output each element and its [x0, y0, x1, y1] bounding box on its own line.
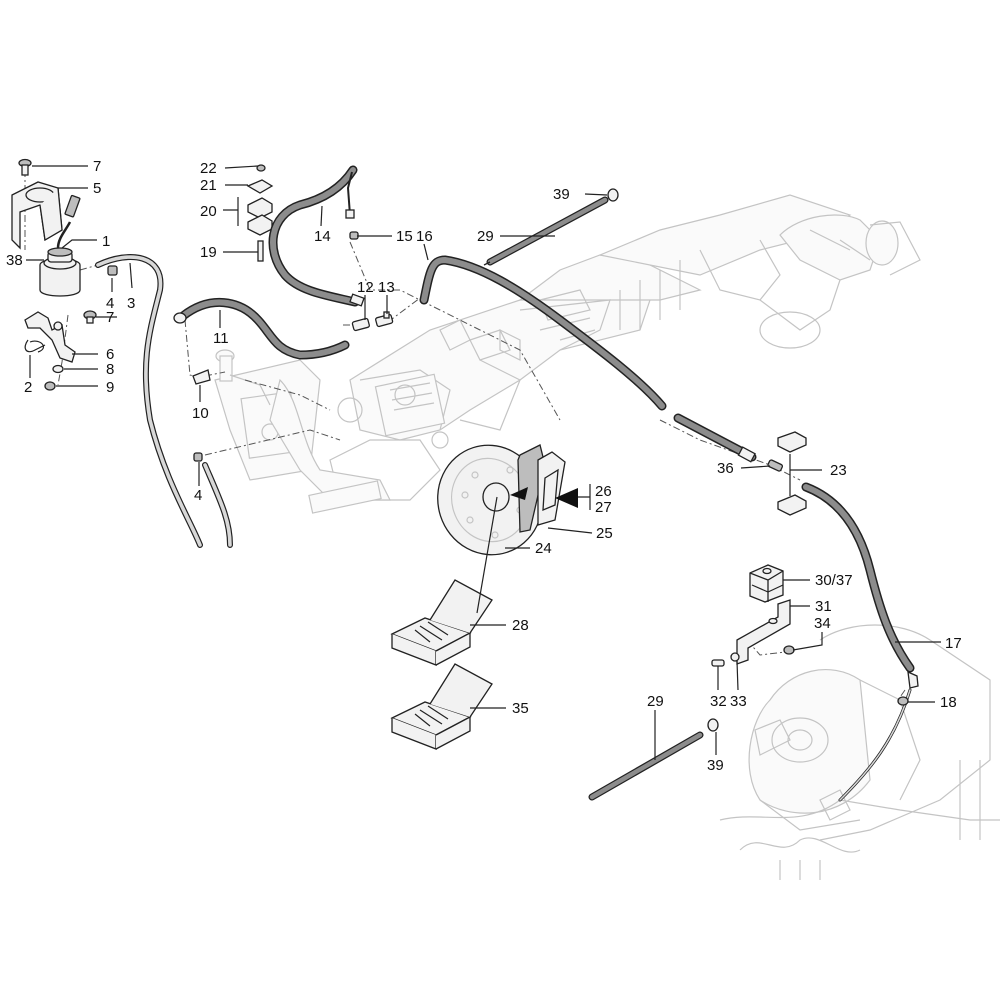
callout-25: 25: [596, 525, 613, 542]
callout-39-upper: 39: [553, 186, 570, 203]
part-10-elbow-fitting[interactable]: [192, 369, 211, 385]
callout-1: 1: [102, 233, 110, 250]
part-25-brake-caliper[interactable]: [517, 444, 566, 533]
callout-11: 11: [213, 330, 229, 347]
callout-14: 14: [314, 228, 331, 245]
callout-7: 7: [93, 158, 101, 175]
part-7-screw[interactable]: [18, 158, 32, 176]
part-16-brake-hose[interactable]: [419, 255, 757, 463]
callout-7-b: 7: [106, 309, 114, 326]
part-28-repair-kit[interactable]: [390, 579, 493, 666]
callout-9: 9: [106, 379, 114, 396]
part-7-bolt[interactable]: [83, 310, 97, 324]
leader-lines: [26, 165, 941, 760]
callout-33: 33: [730, 693, 747, 710]
part-31-bracket[interactable]: [736, 599, 791, 665]
part-35-repair-kit[interactable]: [390, 663, 493, 750]
callout-4-b: 4: [194, 487, 202, 504]
part-39-cap-upper[interactable]: [607, 188, 619, 202]
callout-21: 21: [200, 177, 217, 194]
part-3-reservoir-hose[interactable]: [95, 254, 233, 548]
part-4-hose-clamp[interactable]: [107, 265, 118, 276]
part-32-screw[interactable]: [711, 659, 725, 667]
callout-32: 32: [710, 693, 727, 710]
part-8-washer[interactable]: [52, 364, 64, 374]
callout-30-37: 30/37: [815, 572, 853, 589]
callout-28: 28: [512, 617, 529, 634]
part-1-fluid-reservoir[interactable]: [39, 194, 81, 297]
callout-10: 10: [192, 405, 209, 422]
callout-16: 16: [416, 228, 433, 245]
part-2-spring-clip[interactable]: [24, 339, 46, 353]
part-30-37-clamp-block[interactable]: [749, 564, 784, 603]
part-20-clamp-halves[interactable]: [247, 197, 273, 236]
callout-18: 18: [940, 694, 957, 711]
callout-8: 8: [106, 361, 114, 378]
part-4-hose-clamp-2[interactable]: [193, 452, 203, 462]
callout-5: 5: [93, 180, 101, 197]
callout-35: 35: [512, 700, 529, 717]
part-6-mounting-bracket[interactable]: [24, 311, 76, 363]
callout-36: 36: [717, 460, 734, 477]
part-22-nut[interactable]: [256, 164, 266, 172]
callout-15: 15: [396, 228, 413, 245]
callout-4: 4: [106, 295, 114, 312]
part-14-brake-hose[interactable]: [268, 165, 365, 307]
part-17-brake-hose[interactable]: [801, 482, 919, 689]
part-13-tee-fitting[interactable]: [375, 311, 394, 328]
callout-6: 6: [106, 346, 114, 363]
callout-27: 27: [595, 499, 612, 516]
callout-29-lower: 29: [647, 693, 664, 710]
part-23-clamp-halves[interactable]: [777, 431, 807, 516]
part-15-fitting[interactable]: [349, 231, 359, 240]
part-21-cover-plate[interactable]: [246, 179, 274, 194]
part-18-nut[interactable]: [897, 696, 909, 706]
part-34-nut[interactable]: [783, 645, 795, 655]
callout-38: 38: [6, 252, 23, 269]
callout-2: 2: [24, 379, 32, 396]
callout-labels: 7 5 1 38 4 3 7 6 2 8 9 22 21 20 19 14 15…: [6, 158, 962, 774]
callout-22: 22: [200, 160, 217, 177]
part-29-brake-pipe-lower[interactable]: [588, 731, 704, 801]
part-12-adapter[interactable]: [351, 317, 370, 332]
part-36-connector[interactable]: [767, 459, 784, 472]
part-9-nut[interactable]: [44, 381, 56, 391]
callout-19: 19: [200, 244, 217, 261]
callout-24: 24: [535, 540, 552, 557]
callout-12: 12: [357, 279, 374, 296]
callout-29-upper: 29: [477, 228, 494, 245]
callout-23: 23: [830, 462, 847, 479]
callout-39-lower: 39: [707, 757, 724, 774]
callout-31: 31: [815, 598, 832, 615]
callout-17: 17: [945, 635, 962, 652]
callout-13: 13: [378, 279, 395, 296]
callout-34: 34: [814, 615, 831, 632]
callout-3: 3: [127, 295, 135, 312]
arrow-pads-outer: [555, 488, 578, 508]
part-11-brake-hose[interactable]: [173, 298, 350, 360]
part-33-washer[interactable]: [730, 652, 740, 662]
callout-20: 20: [200, 203, 217, 220]
arrow-pads-inner: [510, 487, 528, 500]
callout-26: 26: [595, 483, 612, 500]
wheel-hub-ghost: [719, 624, 1000, 880]
pedal-assembly-ghost: [214, 349, 391, 514]
part-39-cap-lower[interactable]: [707, 718, 719, 732]
part-29-brake-pipe-upper[interactable]: [483, 196, 609, 266]
part-5-holder-bracket[interactable]: [11, 181, 63, 250]
part-19-stud[interactable]: [257, 240, 264, 262]
